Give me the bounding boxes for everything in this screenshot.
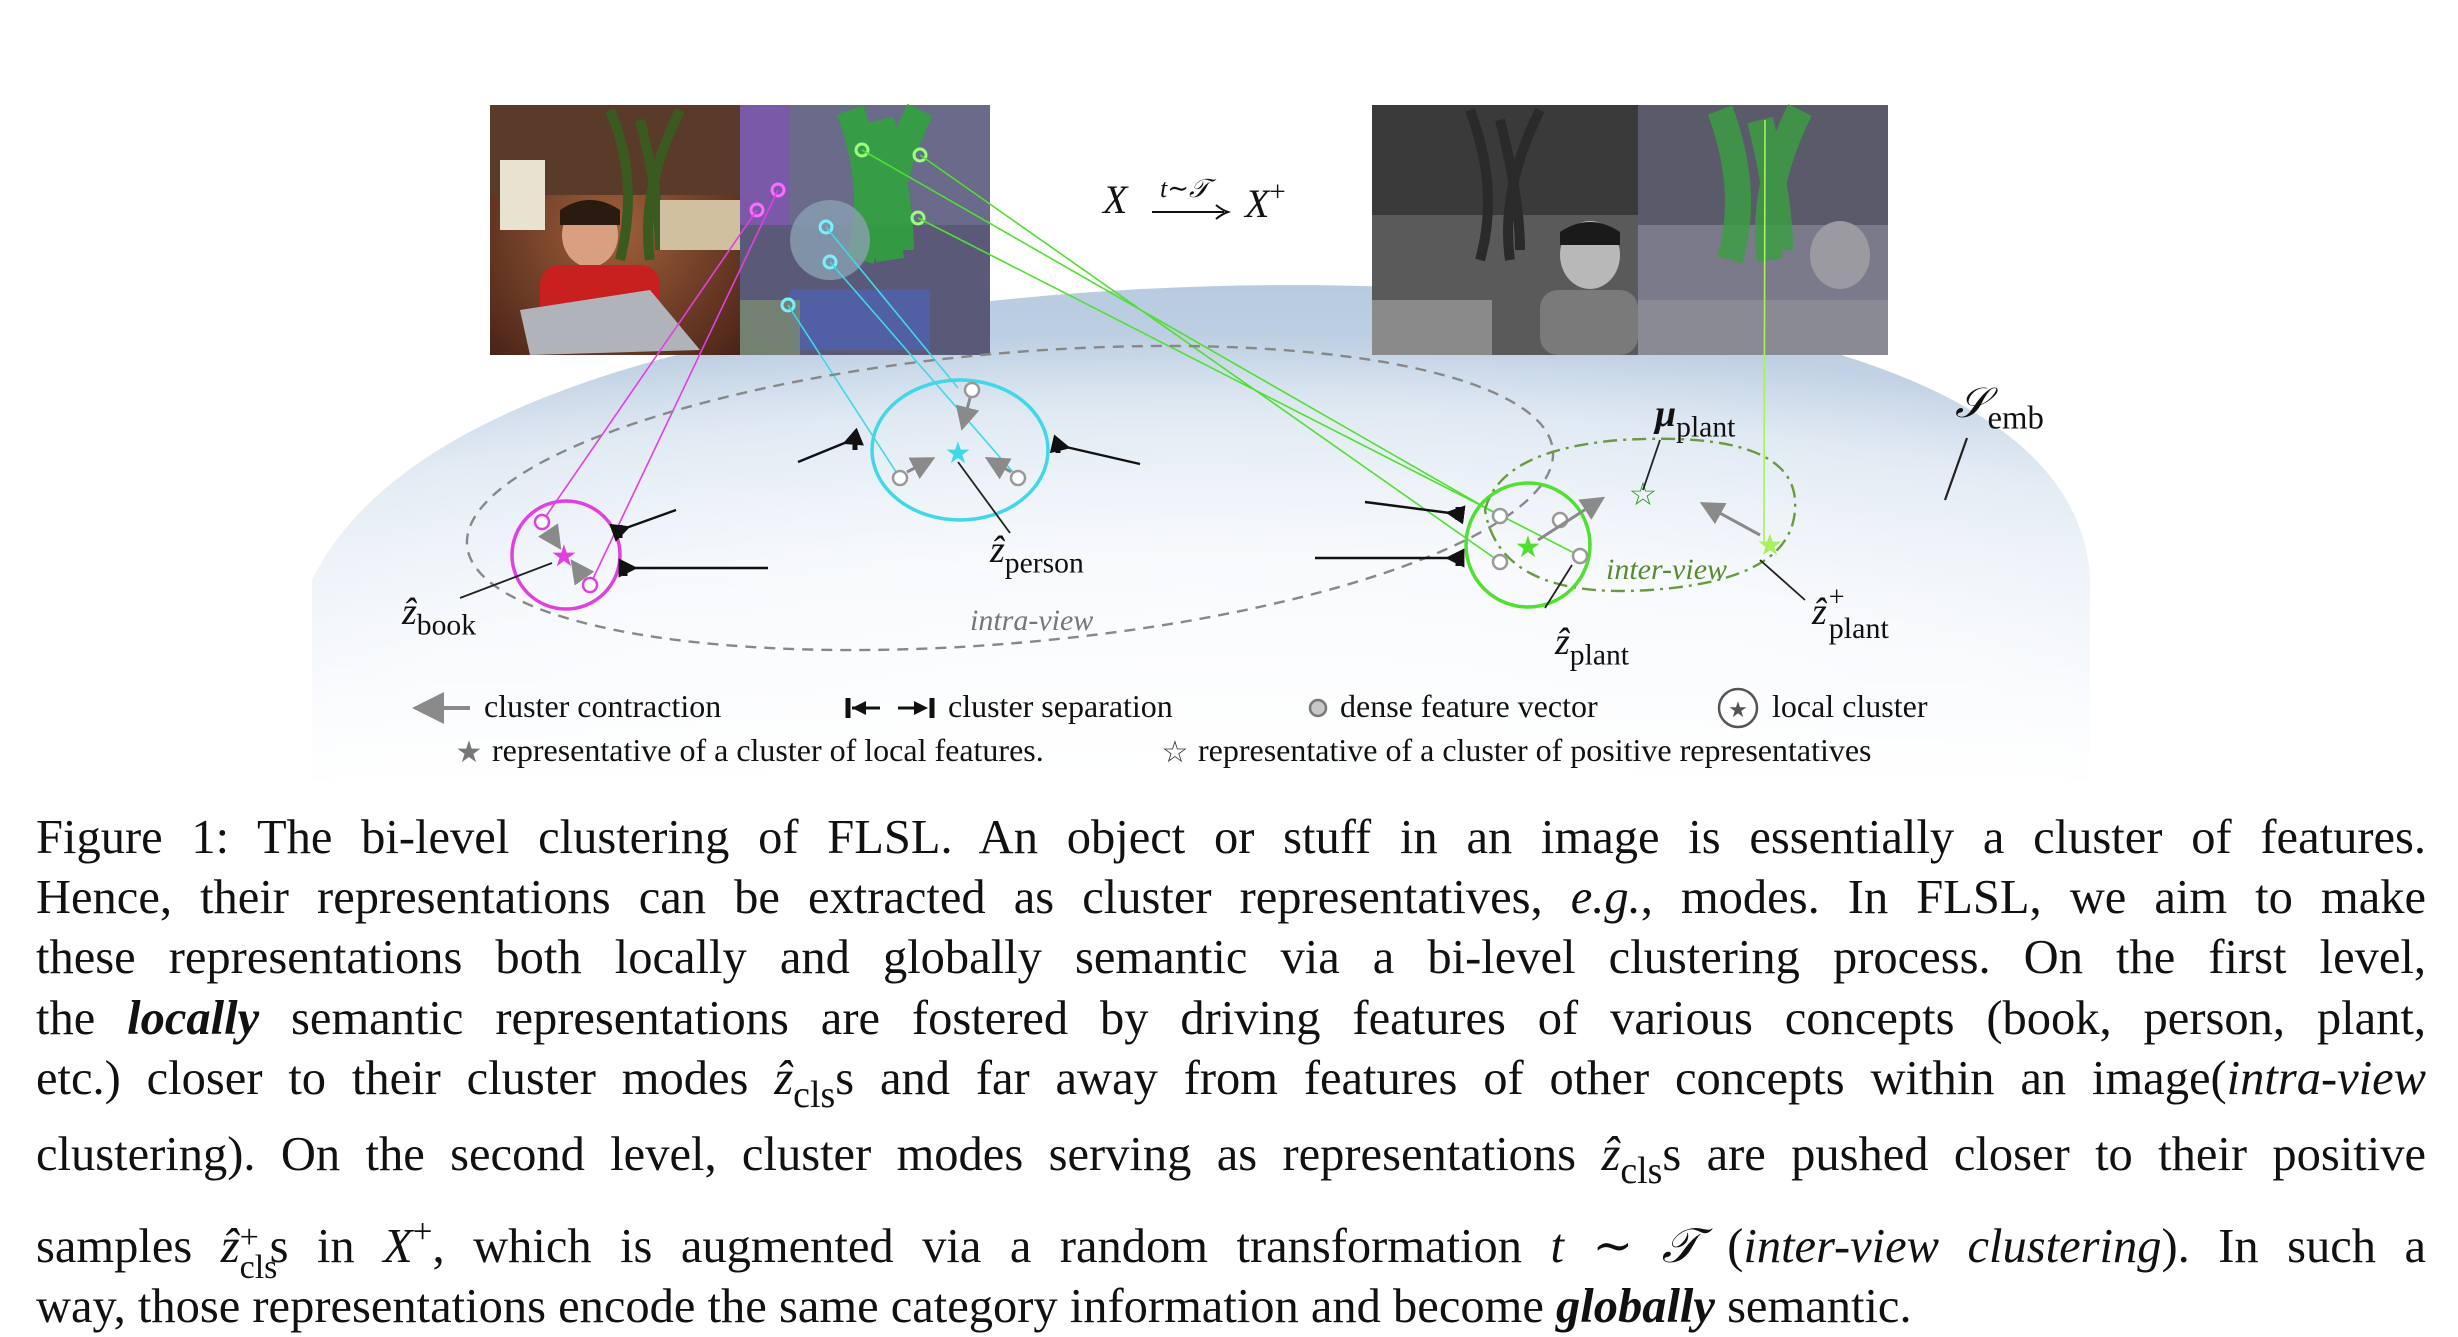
svg-text:☆: ☆	[1162, 736, 1189, 769]
caption-line-8: way, those representations encode the sa…	[36, 1277, 2426, 1337]
transform-label: X	[1103, 176, 1127, 223]
caption-globally: globally	[1555, 1280, 1715, 1334]
z-plant-pos-base: ẑ	[1812, 591, 1827, 633]
caption-text: Figure 1: The bi-level clustering of FLS…	[36, 811, 2426, 864]
cluster-plant: ★	[1315, 481, 1606, 609]
z-plant-pos-sub: plant	[1828, 612, 1889, 645]
caption-line-3: these representations both locally and g…	[36, 928, 2426, 988]
embedding-space-label: 𝒮emb	[1955, 380, 2044, 437]
intra-view-label: intra-view	[970, 604, 1094, 637]
cluster-book: ★	[459, 499, 768, 611]
image-x-feature-map	[740, 103, 990, 355]
feature-points	[749, 142, 928, 313]
caption-z-sub: cls	[793, 1074, 836, 1117]
z-book-base: ẑ	[402, 591, 417, 633]
caption-line-6: clustering). On the second level, cluste…	[36, 1125, 2426, 1201]
svg-text:★: ★	[1757, 529, 1784, 562]
x-plus-base: X	[1245, 180, 1270, 226]
figure-caption: Figure 1: The bi-level clustering of FLS…	[36, 808, 2426, 1337]
z-plant-base: ẑ	[1555, 621, 1570, 663]
x-plus-sup: +	[1269, 176, 1286, 208]
z-book-label: ẑbook	[402, 590, 476, 642]
intra-view-boundary	[465, 344, 1555, 652]
image-x-plus-gray	[1372, 105, 1638, 355]
legend-cluster-contraction: cluster contraction	[484, 688, 722, 724]
transform-arrow-label: t∼𝒯	[1160, 174, 1209, 203]
caption-line-2: Hence, their representations can be extr…	[36, 868, 2426, 928]
mu-plant: ☆	[1629, 439, 1661, 512]
legend-representative-local: representative of a cluster of local fea…	[492, 732, 1044, 768]
svg-text:★: ★	[1728, 697, 1748, 722]
caption-intra-view: intra-view	[2226, 1051, 2426, 1105]
z-person-sub: person	[1004, 547, 1084, 580]
caption-line-5: etc.) closer to their cluster modes ẑcls…	[36, 1049, 2426, 1125]
caption-z-sup: +	[239, 1218, 259, 1256]
caption-z: ẑ	[774, 1051, 794, 1105]
legend-cluster-separation: cluster separation	[948, 688, 1173, 724]
z-person-base: ẑ	[990, 529, 1005, 571]
caption-z-sub: cls	[1620, 1150, 1663, 1193]
legend-representative-positive: representative of a cluster of positive …	[1198, 732, 1872, 768]
svg-text:★: ★	[1515, 531, 1542, 564]
x-plus-label: X+	[1245, 176, 1286, 227]
x-label: X	[1103, 177, 1128, 222]
z-person-label: ẑperson	[990, 528, 1084, 580]
legend-local-cluster: local cluster	[1772, 688, 1928, 724]
image-x-color	[490, 105, 740, 355]
caption-text: etc.) closer to their cluster modes	[36, 1051, 775, 1105]
caption-z: ẑ	[220, 1219, 240, 1273]
caption-eg: e.g.	[1570, 871, 1641, 925]
figure-diagram: ★ ★	[312, 103, 2090, 780]
mu-plant-label: μplant	[1655, 392, 1735, 444]
caption-text: s in	[269, 1219, 384, 1273]
caption-text: semantic.	[1714, 1280, 1912, 1334]
inter-view-label: inter-view	[1606, 553, 1728, 586]
transform-arrow: t∼𝒯	[1150, 174, 1232, 220]
caption-text: ). In such a	[2161, 1219, 2426, 1273]
caption-text: these representations both locally and g…	[36, 931, 2426, 985]
z-plant-positive-label: ẑ+plant	[1812, 582, 1889, 645]
mu-base: μ	[1655, 393, 1677, 435]
image-x-plus-feature-map	[1638, 104, 1888, 355]
z-plant-pos-sup: +	[1828, 582, 1845, 613]
cluster-plant-positive: ★	[1699, 502, 1806, 601]
figure-1: ★ ★	[312, 103, 2090, 780]
embedding-dome	[312, 285, 2090, 780]
caption-text: (	[1698, 1219, 1744, 1273]
caption-x-sup: +	[412, 1211, 433, 1251]
legend-dense-feature-vector: dense feature vector	[1340, 688, 1598, 724]
caption-text: semantic representations are fostered by…	[259, 991, 2426, 1045]
connector-lines	[541, 119, 1766, 586]
z-plant-label: ẑplant	[1555, 620, 1629, 672]
s-emb-sub: emb	[1987, 400, 2044, 437]
svg-text:★: ★	[945, 437, 972, 470]
arrow-icon	[1152, 204, 1232, 220]
caption-text: Hence, their representations can be extr…	[36, 871, 1571, 925]
z-book-sub: book	[416, 609, 477, 642]
legend-icons: ★ ★ ☆	[412, 687, 1759, 769]
caption-text: samples	[36, 1219, 221, 1273]
caption-text: clustering). On the second level, cluste…	[36, 1128, 1602, 1182]
s-emb-base: 𝒮	[1955, 381, 1988, 427]
caption-x: X	[383, 1219, 413, 1273]
caption-locally: locally	[127, 991, 260, 1045]
caption-text: the	[36, 991, 128, 1045]
caption-text: , modes. In FLSL, we aim to make	[1640, 871, 2426, 925]
caption-text: s are pushed closer to their positive	[1662, 1128, 2426, 1182]
caption-inter-view: inter-view clustering	[1743, 1219, 2162, 1273]
svg-text:★: ★	[551, 540, 578, 573]
caption-line-4: the locally semantic representations are…	[36, 989, 2426, 1049]
caption-text: s and far away from features of other co…	[835, 1051, 2227, 1105]
cluster-person: ★	[797, 378, 1141, 534]
svg-text:★: ★	[456, 736, 483, 769]
mu-sub: plant	[1676, 411, 1736, 444]
caption-line-1: Figure 1: The bi-level clustering of FLS…	[36, 808, 2426, 868]
caption-t: t ∼ 𝒯	[1550, 1219, 1699, 1273]
caption-text: , which is augmented via a random transf…	[432, 1219, 1551, 1273]
caption-z-sub: cls	[239, 1248, 278, 1286]
z-plant-sub: plant	[1569, 639, 1630, 672]
caption-z: ẑ	[1601, 1128, 1621, 1182]
svg-text:☆: ☆	[1629, 476, 1658, 512]
